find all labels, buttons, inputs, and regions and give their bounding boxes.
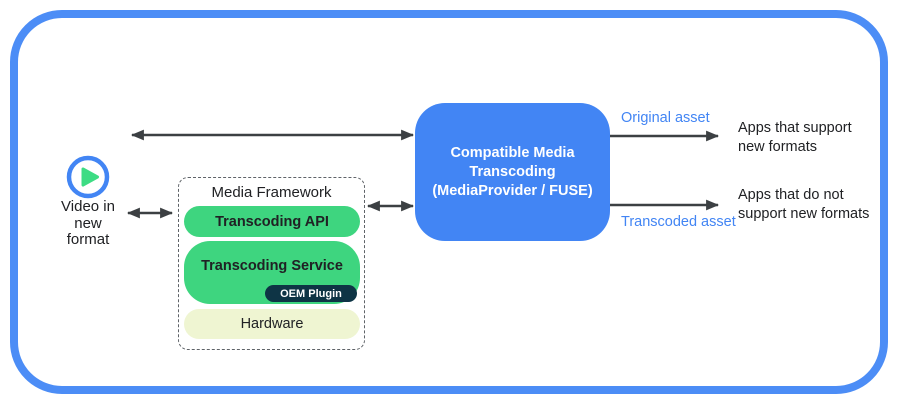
apps-no-support-label: Apps that do not support new formats [738, 187, 870, 222]
compatible-media-transcoding-label: Compatible Media Transcoding (MediaProvi… [432, 144, 593, 199]
hardware-pill: Hardware [184, 309, 360, 339]
video-source-label: Video in new format [61, 198, 115, 248]
oem-plugin-pill: OEM Plugin [265, 285, 357, 302]
outer-border [10, 10, 888, 394]
media-framework-box: Media Framework Transcoding API Transcod… [178, 177, 365, 350]
transcoded-asset-label: Transcoded asset [621, 214, 736, 230]
media-framework-title: Media Framework [211, 184, 332, 201]
apps-support-label: Apps that support new formats [738, 120, 852, 155]
play-circle-icon [66, 155, 110, 199]
transcoding-service-pill: Transcoding Service OEM Plugin [184, 241, 360, 304]
transcoding-service-label: Transcoding Service [201, 258, 343, 274]
original-asset-label: Original asset [621, 110, 710, 126]
compatible-media-transcoding-box: Compatible Media Transcoding (MediaProvi… [415, 103, 610, 241]
transcoding-api-pill: Transcoding API [184, 206, 360, 237]
